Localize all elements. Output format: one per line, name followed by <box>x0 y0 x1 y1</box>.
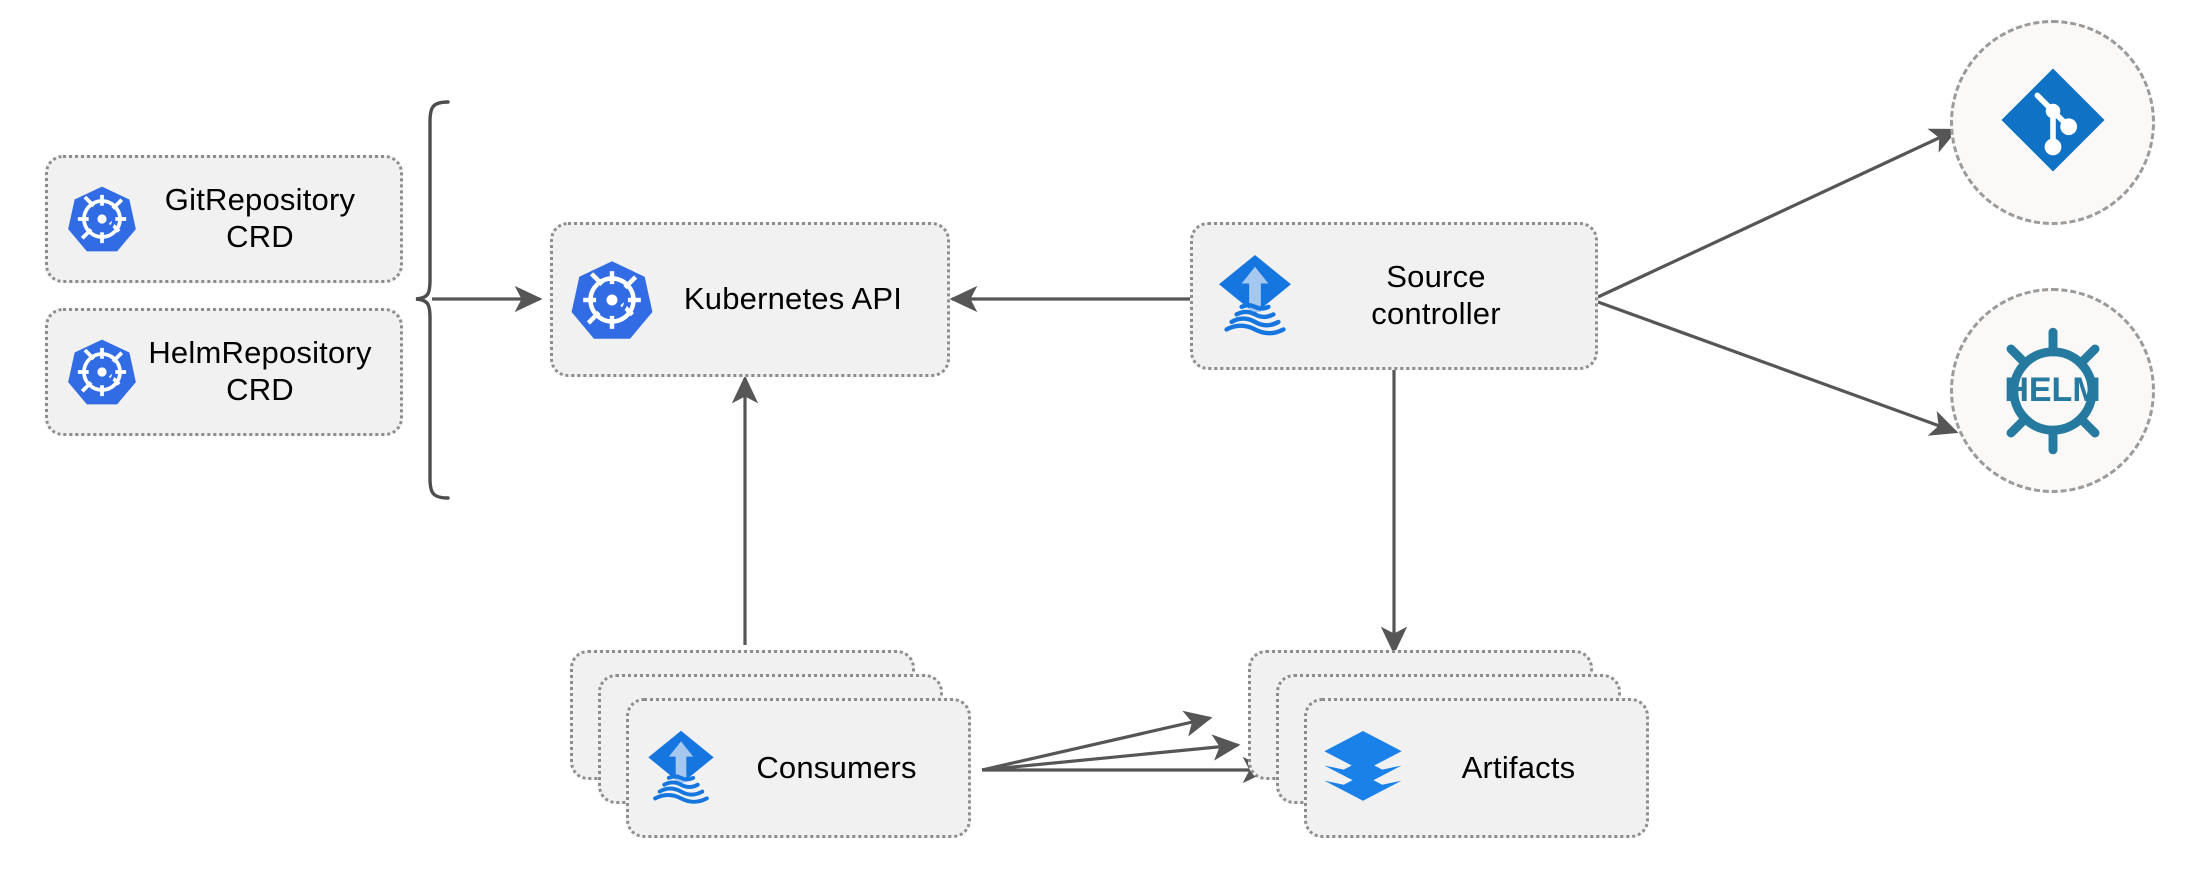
node-label: GitRepository CRD <box>164 182 356 254</box>
node-label: Kubernetes API <box>683 281 903 317</box>
stack-card-front[interactable]: Artifacts <box>1304 698 1649 838</box>
node-artifacts[interactable]: Artifacts <box>1248 650 1668 860</box>
kubernetes-icon <box>569 257 655 343</box>
node-source-controller[interactable]: Source controller <box>1190 222 1598 370</box>
stack-card-front[interactable]: Consumers <box>626 698 971 838</box>
git-icon <box>1997 64 2109 181</box>
node-git-endpoint[interactable] <box>1950 20 2155 225</box>
kubernetes-icon <box>66 183 138 255</box>
kubernetes-icon <box>66 336 138 408</box>
edge-source-controller-to-git <box>1597 128 1959 299</box>
flux-icon <box>1213 250 1297 342</box>
node-consumers[interactable]: Consumers <box>570 650 990 860</box>
edge-source-controller-to-helm <box>1597 300 1959 436</box>
node-git-repository-crd[interactable]: GitRepository CRD <box>45 155 403 283</box>
edge-consumers-to-artifacts-2 <box>981 734 1241 772</box>
node-label: Artifacts <box>1461 749 1576 785</box>
flux-icon <box>643 726 719 810</box>
layers-icon <box>1321 726 1405 810</box>
node-label: Consumers <box>756 749 917 785</box>
node-label: HelmRepository CRD <box>148 335 372 407</box>
crd-group-brace <box>415 100 450 500</box>
node-helm-repository-crd[interactable]: HelmRepository CRD <box>45 308 403 436</box>
helm-wordmark: HELM <box>2004 371 2101 409</box>
node-helm-endpoint[interactable]: HELM <box>1950 288 2155 493</box>
edge-consumers-to-artifacts-1 <box>981 710 1213 772</box>
node-kubernetes-api[interactable]: Kubernetes API <box>550 222 950 377</box>
node-label: Source controller <box>1371 259 1501 331</box>
helm-icon: HELM <box>1983 321 2123 461</box>
